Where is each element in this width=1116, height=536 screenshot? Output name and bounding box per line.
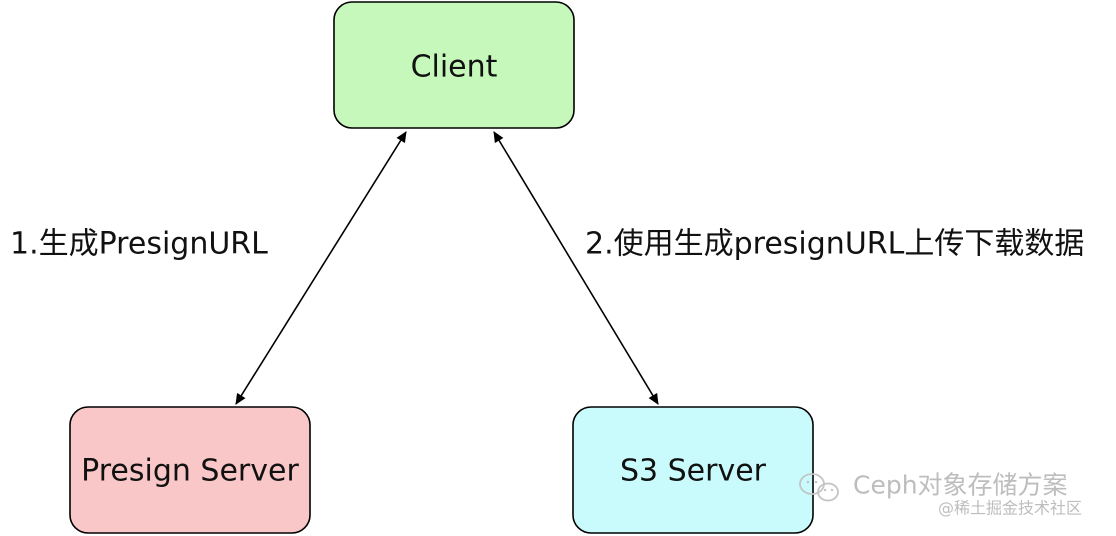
wechat-icon (799, 473, 839, 502)
presign-edge-label: 1.生成PresignURL (10, 227, 268, 262)
presign-server-node: Presign Server (69, 406, 311, 534)
s3-server-node: S3 Server (572, 406, 814, 534)
client-box (333, 1, 575, 129)
watermark-account-name: Ceph对象存储方案 (853, 471, 1068, 500)
s3-server-box (572, 406, 814, 534)
presign-edge-arrow (235, 131, 407, 405)
watermark: Ceph对象存储方案 @稀土掘金技术社区 (799, 471, 1082, 518)
upload-download-edge-arrow (493, 131, 659, 405)
client-label: Client (411, 50, 498, 85)
watermark-community: @稀土掘金技术社区 (938, 499, 1082, 518)
client-node: Client (333, 1, 575, 129)
presign-server-box (69, 406, 311, 534)
upload-download-edge-label: 2.使用生成presignURL上传下载数据 (585, 227, 1084, 262)
presign-server-label: Presign Server (81, 454, 299, 489)
s3-server-label: S3 Server (620, 454, 767, 489)
